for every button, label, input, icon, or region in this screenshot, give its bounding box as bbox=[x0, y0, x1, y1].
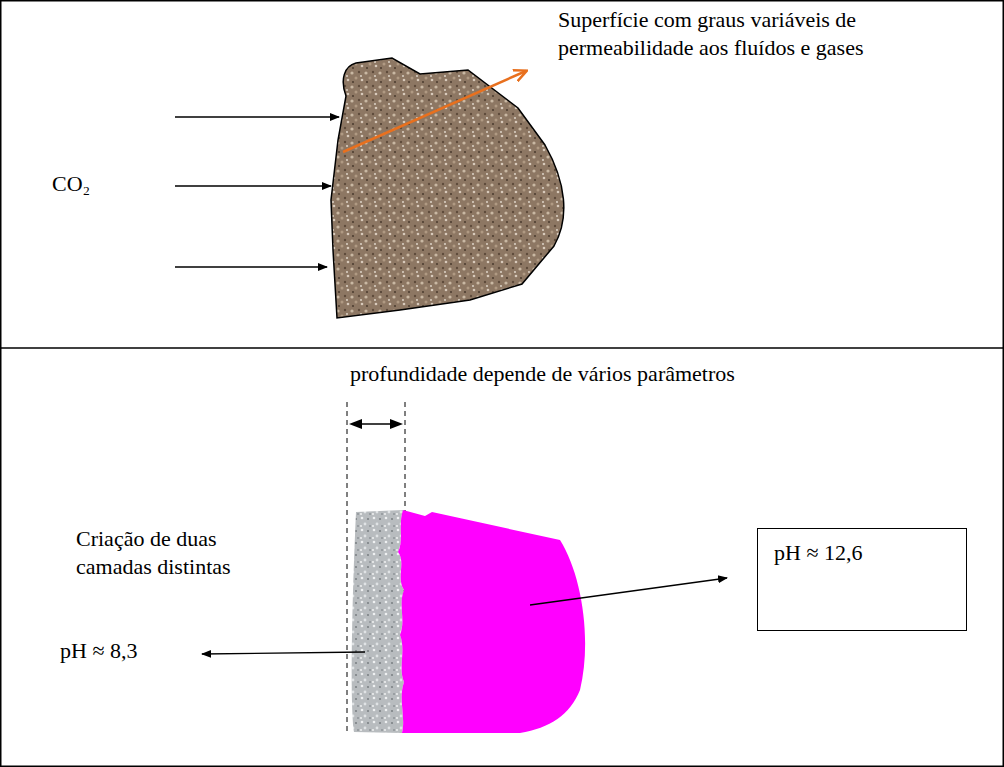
leader-arrow bbox=[343, 71, 526, 152]
depth-arrow bbox=[360, 423, 393, 425]
carbonated-layer bbox=[352, 510, 404, 733]
co2-arrow bbox=[175, 185, 331, 186]
uncarbonated-core bbox=[398, 510, 585, 733]
co2-arrow bbox=[175, 266, 327, 267]
note-text: Superfície com graus variáveis de permea… bbox=[558, 6, 988, 62]
co2-arrow bbox=[175, 116, 339, 117]
ph-value: pH ≈ 12,6 bbox=[774, 539, 862, 567]
leader-arrow bbox=[530, 578, 727, 605]
dashed-line bbox=[347, 402, 348, 735]
divider bbox=[0, 347, 1004, 349]
arrow-head bbox=[349, 419, 362, 429]
depth-note: profundidade depende de vários parâmetro… bbox=[350, 360, 735, 388]
arrow-head bbox=[390, 419, 403, 429]
ph-box: pH ≈ 12,6 bbox=[757, 528, 967, 631]
ph-label: pH ≈ 8,3 bbox=[60, 637, 137, 665]
layer-note: Criação de duas camadas distintas bbox=[76, 525, 291, 581]
concrete-piece bbox=[331, 58, 564, 318]
gas-label: CO₂ bbox=[52, 170, 90, 198]
leader-arrow bbox=[202, 652, 365, 654]
